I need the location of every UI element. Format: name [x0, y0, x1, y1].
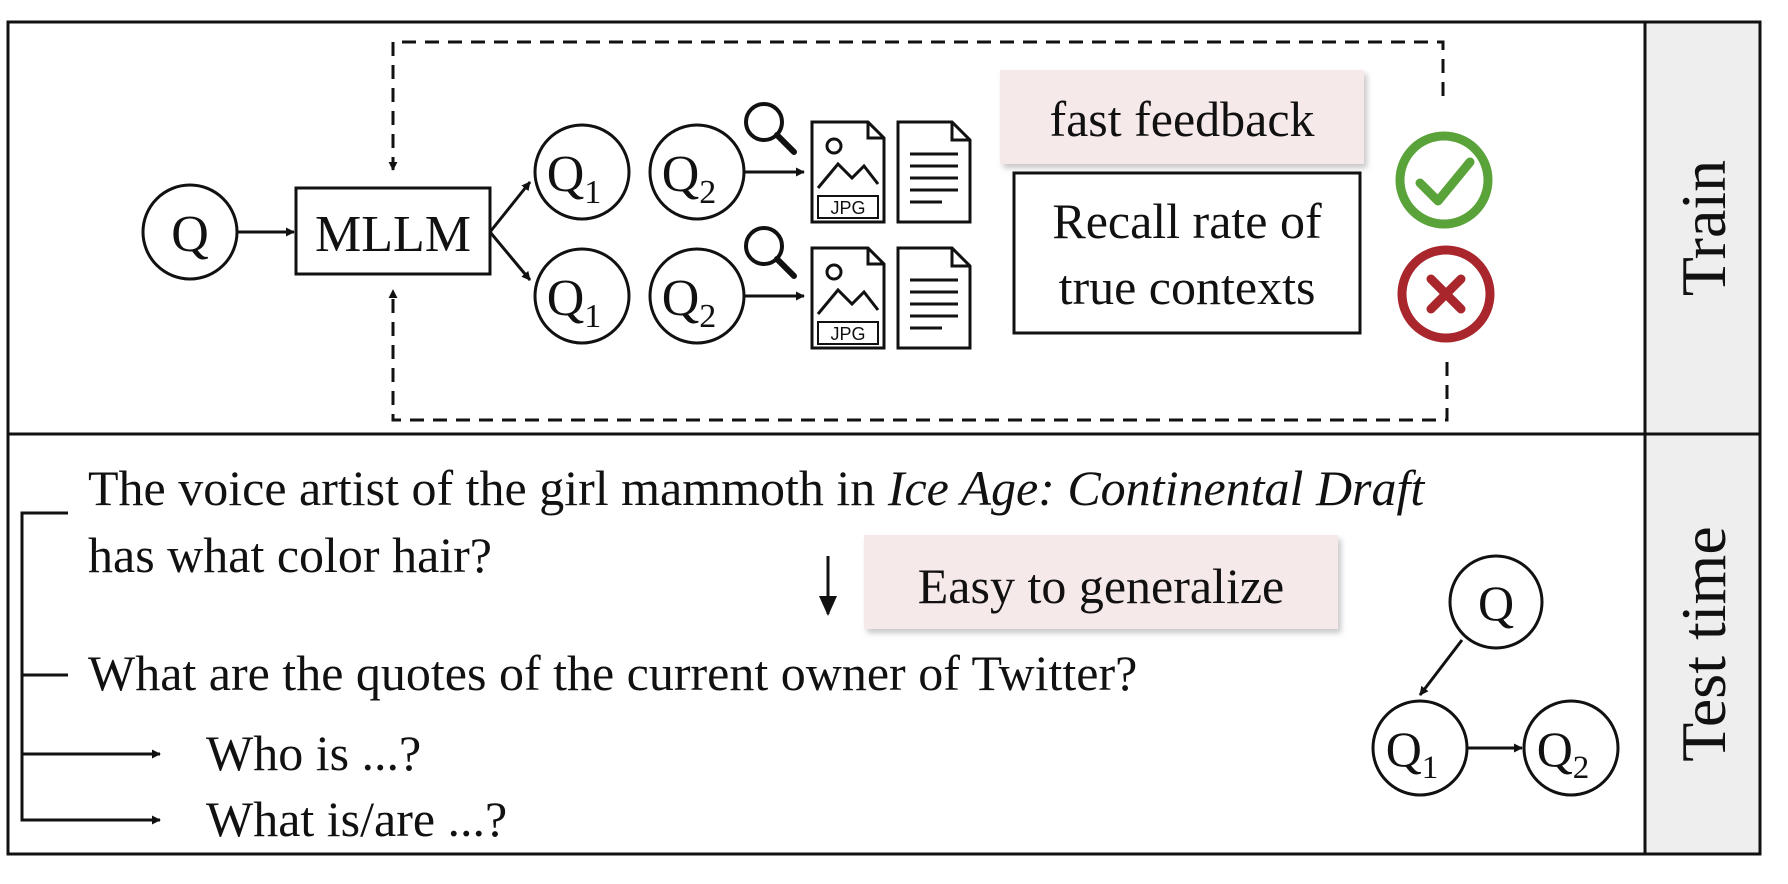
subquery-2-bottom: Q2: [648, 247, 746, 345]
question-1-line-1: The voice artist of the girl mammoth in …: [88, 460, 1425, 516]
svg-text:Q1: Q1: [1386, 721, 1439, 786]
document-icon: [896, 246, 972, 350]
test-side-label: Test time: [1668, 526, 1739, 761]
svg-text:Q2: Q2: [1537, 721, 1590, 786]
jpg-file-icon: JPG: [810, 246, 886, 350]
train-section: [6, 20, 1647, 436]
graph-root-to-node-1-arrow: [1418, 639, 1464, 696]
mllm-box: MLLM: [294, 186, 492, 276]
question-1-line-2: has what color hair?: [88, 527, 492, 583]
svg-text:Q1: Q1: [547, 146, 602, 211]
graph-node-1: Q1: [1371, 699, 1469, 797]
svg-text:JPG: JPG: [830, 198, 865, 218]
svg-text:Q1: Q1: [547, 270, 602, 335]
cross-icon: [1397, 245, 1495, 343]
fast-feedback-tag: fast feedback: [1000, 70, 1364, 164]
recall-metric-box: Recall rate of true contexts: [1012, 171, 1362, 335]
graph-node-2: Q2: [1522, 699, 1620, 797]
subquestion-2: What is/are ...?: [206, 791, 507, 847]
test-side-panel: [1643, 432, 1762, 856]
jpg-file-icon: JPG: [810, 120, 886, 224]
subquery-1-top: Q1: [533, 123, 631, 221]
question-2: What are the quotes of the current owner…: [88, 645, 1137, 701]
svg-text:JPG: JPG: [830, 324, 865, 344]
svg-text:Q2: Q2: [662, 270, 717, 335]
svg-text:fast feedback: fast feedback: [1049, 91, 1314, 147]
mllm-label: MLLM: [315, 206, 471, 263]
query-node-label: Q: [171, 206, 209, 263]
recall-metric-line-1: Recall rate of: [1052, 193, 1322, 249]
train-side-label: Train: [1668, 160, 1739, 296]
query-node: Q: [141, 183, 239, 281]
magnifier-icon: [744, 102, 797, 155]
subquery-1-bottom: Q1: [533, 247, 631, 345]
check-icon: [1395, 131, 1493, 229]
tree-connector: [20, 511, 161, 825]
train-side-panel: [1643, 20, 1762, 436]
test-section: [6, 432, 1647, 856]
magnifier-icon: [744, 226, 797, 279]
document-icon: [896, 120, 972, 224]
subquestion-1: Who is ...?: [206, 725, 421, 781]
svg-text:Easy to generalize: Easy to generalize: [918, 558, 1284, 614]
model-to-q1-bottom-arrow: [488, 231, 532, 281]
svg-text:Q: Q: [1478, 575, 1514, 631]
feedback-loop-top: [388, 40, 1445, 171]
svg-text:Q2: Q2: [662, 146, 717, 211]
subquery-2-top: Q2: [648, 123, 746, 221]
graph-root-node: Q: [1448, 554, 1544, 650]
feedback-loop-bottom: [388, 289, 1449, 422]
model-to-q1-top-arrow: [488, 181, 532, 233]
recall-metric-line-2: true contexts: [1059, 259, 1316, 315]
generalize-tag: Easy to generalize: [864, 535, 1338, 629]
